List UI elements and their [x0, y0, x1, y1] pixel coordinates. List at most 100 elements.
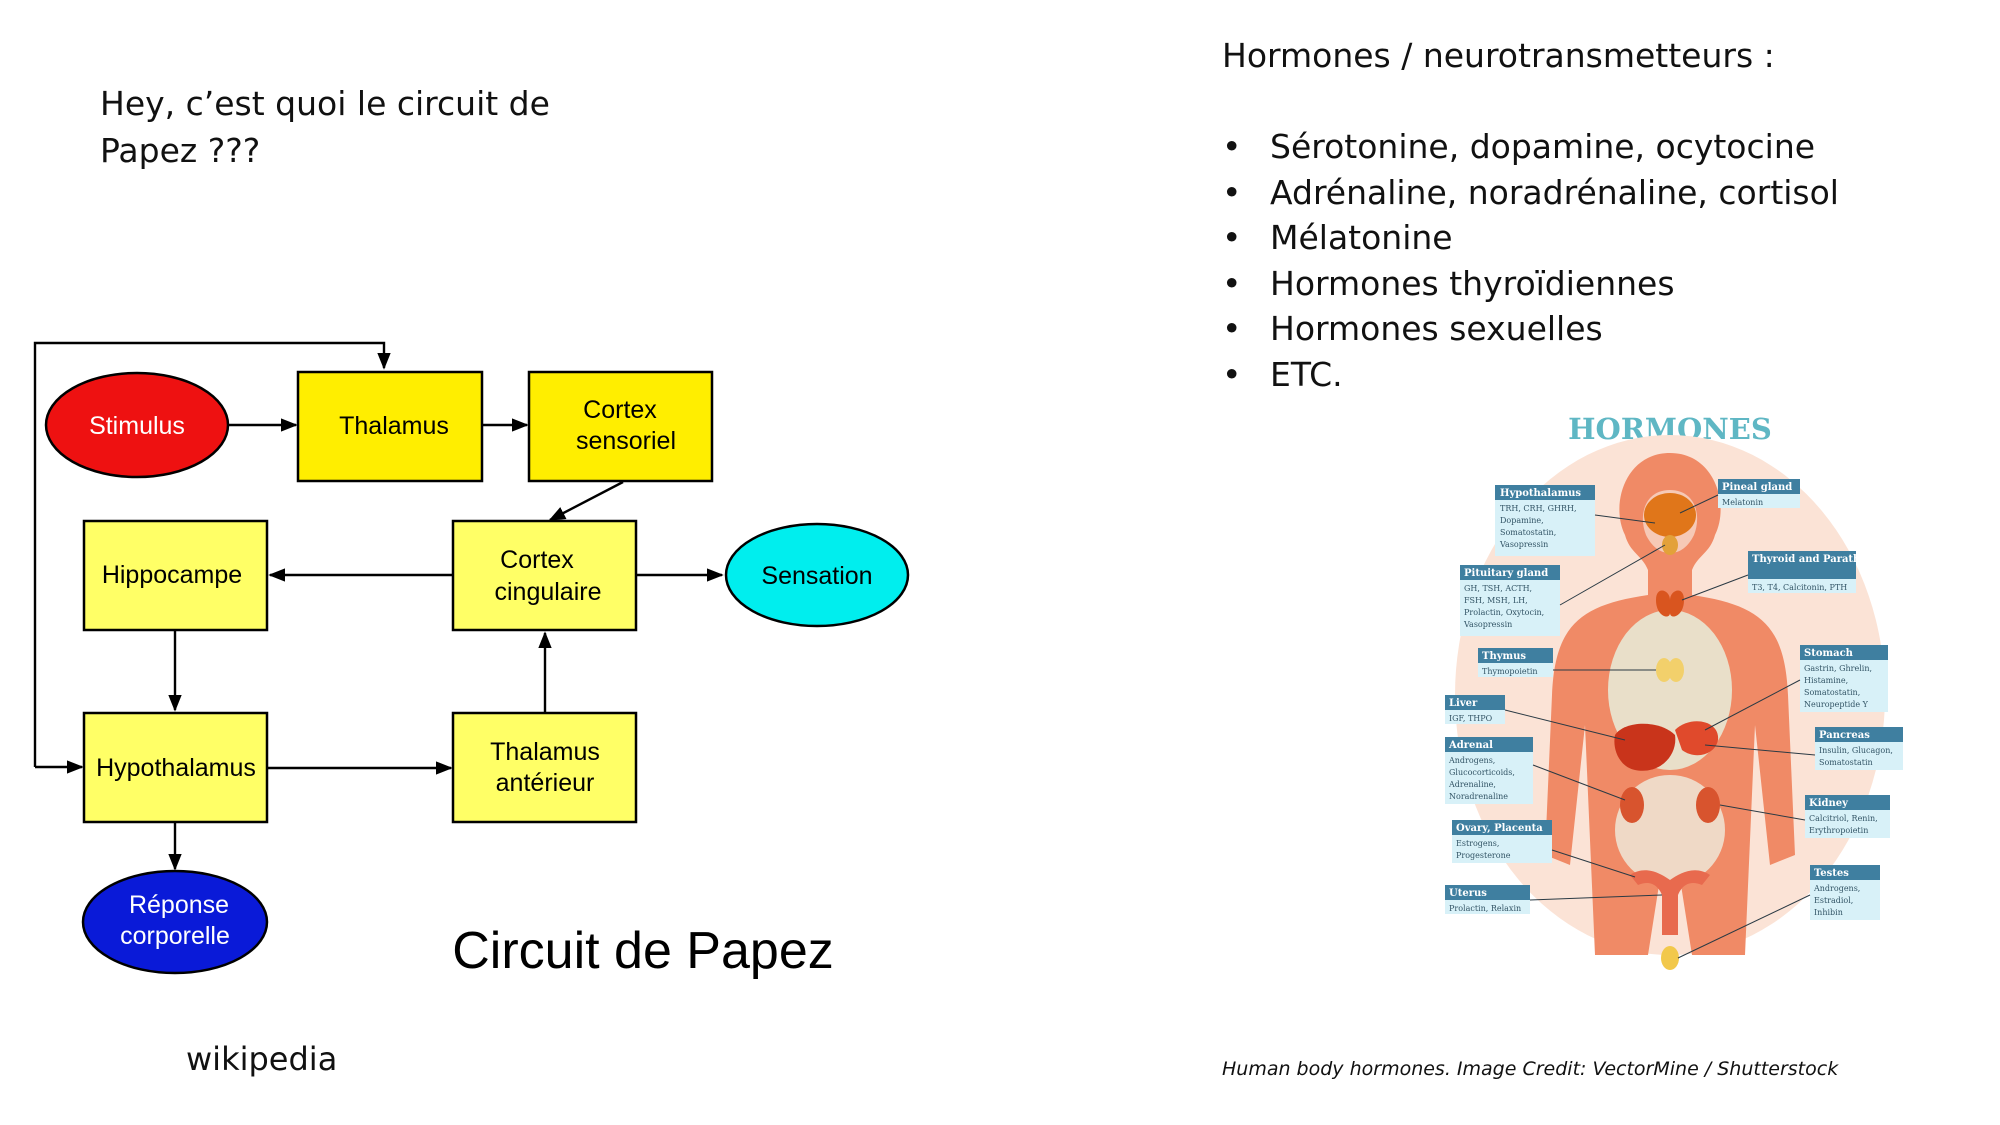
list-item: Mélatonine: [1222, 215, 1839, 261]
leader-lines: [1504, 494, 1816, 959]
label-pituitary-detail: FSH, MSH, LH,: [1464, 596, 1528, 605]
node-sensation: Sensation: [724, 522, 910, 628]
label-uterus: Uterus Prolactin, Relaxin: [1445, 885, 1530, 914]
label-adrenal-detail: Androgens,: [1448, 756, 1495, 765]
label-stomach-detail: Somatostatin,: [1804, 688, 1860, 697]
node-cortex-cingulaire-label-1: Cortex: [500, 546, 574, 574]
label-pancreas: Pancreas Insulin, Glucagon, Somatostatin: [1815, 727, 1903, 770]
list-item: Hormones sexuelles: [1222, 306, 1839, 352]
hormone-list: Sérotonine, dopamine, ocytocine Adrénali…: [1222, 124, 1839, 397]
label-pancreas-name: Pancreas: [1819, 730, 1870, 741]
node-reponse-corporelle: Réponse corporelle: [81, 869, 269, 975]
label-adrenal: Adrenal Androgens, Glucocorticoids, Adre…: [1445, 737, 1533, 804]
node-reponse-label-1: Réponse: [129, 891, 229, 919]
infographic-labels: Hypothalamus TRH, CRH, GHRH, Dopamine, S…: [1445, 479, 1903, 920]
label-adrenal-detail: Noradrenaline: [1449, 792, 1508, 801]
label-hypothalamus-detail: TRH, CRH, GHRH,: [1500, 504, 1577, 513]
label-pineal-gland: Pineal gland Melatonin: [1718, 479, 1800, 508]
node-reponse-label-2: corporelle: [120, 922, 230, 950]
label-ovary-detail: Progesterone: [1456, 851, 1511, 860]
list-item: Adrénaline, noradrénaline, cortisol: [1222, 170, 1839, 216]
node-cortex-sensoriel-label-1: Cortex: [583, 396, 657, 424]
node-stimulus-label: Stimulus: [89, 412, 185, 440]
diagram-title: Circuit de Papez: [452, 922, 834, 980]
label-stomach-name: Stomach: [1804, 648, 1854, 659]
label-liver: Liver IGF, THPO: [1445, 695, 1505, 724]
label-hypothalamus: Hypothalamus TRH, CRH, GHRH, Dopamine, S…: [1495, 485, 1595, 556]
label-kidney: Kidney Calcitriol, Renin, Erythropoietin: [1805, 795, 1890, 838]
node-thalamus-anterieur-label-1: Thalamus: [490, 738, 600, 766]
intro-question: Hey, c’est quoi le circuit de Papez ???: [100, 80, 560, 174]
label-ovary-placenta: Ovary, Placenta Estrogens, Progesterone: [1452, 820, 1552, 863]
label-hypothalamus-detail: Dopamine,: [1500, 516, 1544, 525]
label-pituitary-gland: Pituitary gland GH, TSH, ACTH, FSH, MSH,…: [1460, 565, 1560, 636]
node-hypothalamus-label: Hypothalamus: [96, 754, 256, 782]
label-adrenal-detail: Glucocorticoids,: [1449, 768, 1515, 777]
label-adrenal-detail: Adrenaline,: [1448, 780, 1496, 789]
label-stomach-detail: Gastrin, Ghrelin,: [1804, 664, 1872, 673]
label-testes: Testes Androgens, Estradiol, Inhibin: [1810, 865, 1880, 920]
node-cortex-sensoriel: Cortex sensoriel: [527, 370, 714, 483]
label-stomach: Stomach Gastrin, Ghrelin, Histamine, Som…: [1800, 645, 1888, 712]
arrow-cortex-sensoriel-cingulaire: [548, 480, 624, 522]
node-cortex-cingulaire-label-2: cingulaire: [494, 578, 601, 606]
label-pancreas-detail: Somatostatin: [1819, 758, 1873, 767]
node-sensation-label: Sensation: [761, 562, 872, 590]
node-thalamus-anterieur-label-2: antérieur: [496, 769, 595, 797]
label-thyroid: Thyroid and Parathyroid T3, T4, Calciton…: [1748, 551, 1889, 593]
source-label: wikipedia: [186, 1040, 338, 1078]
node-thalamus-label: Thalamus: [339, 412, 449, 440]
label-kidney-name: Kidney: [1809, 798, 1849, 809]
label-stomach-detail: Neuropeptide Y: [1804, 700, 1869, 709]
label-adrenal-name: Adrenal: [1448, 740, 1493, 751]
label-pituitary-gland-name: Pituitary gland: [1464, 568, 1548, 579]
node-hypothalamus: Hypothalamus: [82, 711, 269, 824]
label-testes-detail: Inhibin: [1814, 908, 1843, 917]
label-hypothalamus-detail: Somatostatin,: [1500, 528, 1556, 537]
node-stimulus: Stimulus: [44, 371, 230, 479]
label-testes-name: Testes: [1814, 868, 1849, 879]
label-thymus: Thymus Thymopoietin: [1478, 648, 1553, 677]
label-pituitary-detail: Prolactin, Oxytocin,: [1464, 608, 1544, 617]
intro-line-1: Hey, c’est quoi le circuit de: [100, 84, 550, 123]
label-thymus-name: Thymus: [1482, 651, 1526, 662]
label-pancreas-detail: Insulin, Glucagon,: [1819, 746, 1893, 755]
list-item: Sérotonine, dopamine, ocytocine: [1222, 124, 1839, 170]
hormones-infographic: HORMONES Hypothalamus TRH, CRH, GHRH, Do…: [1445, 412, 1903, 970]
label-ovary-detail: Estrogens,: [1456, 839, 1499, 848]
node-hippocampe-label: Hippocampe: [102, 561, 242, 589]
list-item: Hormones thyroïdiennes: [1222, 261, 1839, 307]
label-pituitary-detail: Vasopressin: [1463, 620, 1512, 629]
label-ovary-placenta-name: Ovary, Placenta: [1456, 823, 1543, 834]
label-liver-name: Liver: [1449, 698, 1478, 709]
label-testes-detail: Estradiol,: [1814, 896, 1853, 905]
label-liver-detail: IGF, THPO: [1449, 714, 1493, 723]
label-stomach-detail: Histamine,: [1804, 676, 1848, 685]
node-cortex-cingulaire: Cortex cingulaire: [451, 519, 638, 632]
image-credit: Human body hormones. Image Credit: Vecto…: [1222, 1058, 1839, 1080]
diagram-connectors: [33, 341, 724, 871]
feedback-loop-arrow: [33, 341, 391, 767]
label-pituitary-detail: GH, TSH, ACTH,: [1464, 584, 1532, 593]
label-pineal-gland-detail: Melatonin: [1722, 498, 1763, 507]
label-uterus-name: Uterus: [1449, 888, 1487, 899]
list-item: ETC.: [1222, 352, 1839, 398]
node-hippocampe: Hippocampe: [82, 519, 269, 632]
label-pineal-gland-name: Pineal gland: [1722, 482, 1792, 493]
intro-line-2: Papez ???: [100, 131, 261, 170]
label-kidney-detail: Erythropoietin: [1809, 826, 1868, 835]
label-thymus-detail: Thymopoietin: [1482, 667, 1538, 676]
label-thyroid-detail: T3, T4, Calcitonin, PTH: [1752, 583, 1847, 592]
label-uterus-detail: Prolactin, Relaxin: [1449, 904, 1521, 913]
papez-circuit-diagram: Stimulus Thalamus Cortex sensoriel Hippo…: [33, 341, 910, 980]
organ-markers: [1614, 493, 1720, 970]
node-thalamus: Thalamus: [296, 370, 484, 483]
label-kidney-detail: Calcitriol, Renin,: [1809, 814, 1878, 823]
node-cortex-sensoriel-label-2: sensoriel: [576, 427, 676, 455]
label-testes-detail: Androgens,: [1813, 884, 1860, 893]
label-hypothalamus-name: Hypothalamus: [1500, 488, 1581, 499]
hormones-heading: Hormones / neurotransmetteurs :: [1222, 36, 1775, 75]
label-thyroid-name: Thyroid and Parathyroid: [1752, 554, 1889, 565]
label-hypothalamus-detail: Vasopressin: [1499, 540, 1548, 549]
node-thalamus-anterieur: Thalamus antérieur: [451, 711, 638, 824]
